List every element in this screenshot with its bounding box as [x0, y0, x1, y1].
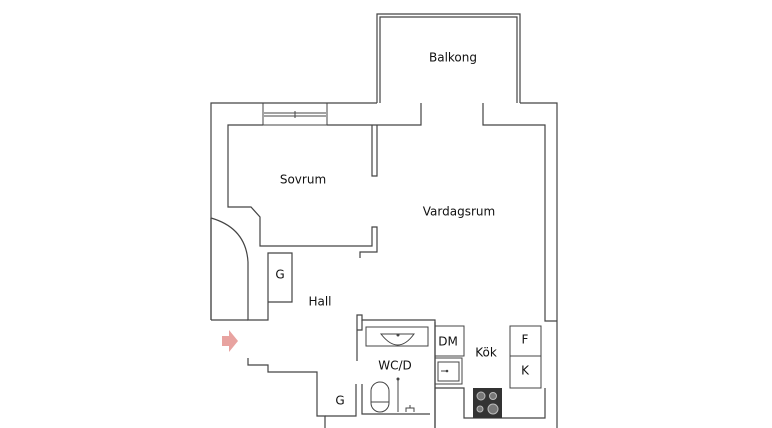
living-room-walls	[482, 103, 557, 322]
room-label-closet-hall: G	[275, 268, 284, 282]
label-dishwasher: DM	[438, 335, 458, 349]
label-freezer: F	[522, 333, 529, 347]
bathroom	[325, 314, 436, 428]
room-label-hall: Hall	[308, 295, 331, 309]
kitchen	[434, 322, 546, 428]
bedroom-walls	[227, 102, 422, 258]
outer-walls	[210, 102, 558, 428]
kitchen-sink-icon	[434, 357, 463, 385]
room-label-closet-bath: G	[335, 394, 344, 408]
entrance-arrow-icon	[222, 330, 238, 352]
room-label-kitchen: Kök	[475, 346, 497, 360]
room-label-bedroom: Sovrum	[280, 173, 326, 187]
balcony	[376, 13, 521, 103]
hall-walls	[211, 252, 326, 428]
room-label-balcony: Balkong	[429, 51, 477, 65]
toilet-icon	[370, 381, 390, 413]
sink-icon	[379, 333, 415, 346]
stove-icon	[473, 388, 502, 418]
room-label-bathroom: WC/D	[378, 359, 412, 373]
window	[262, 102, 328, 126]
room-label-living-room: Vardagsrum	[423, 205, 495, 219]
faucet-icon	[405, 405, 415, 412]
label-fridge: K	[521, 364, 530, 378]
